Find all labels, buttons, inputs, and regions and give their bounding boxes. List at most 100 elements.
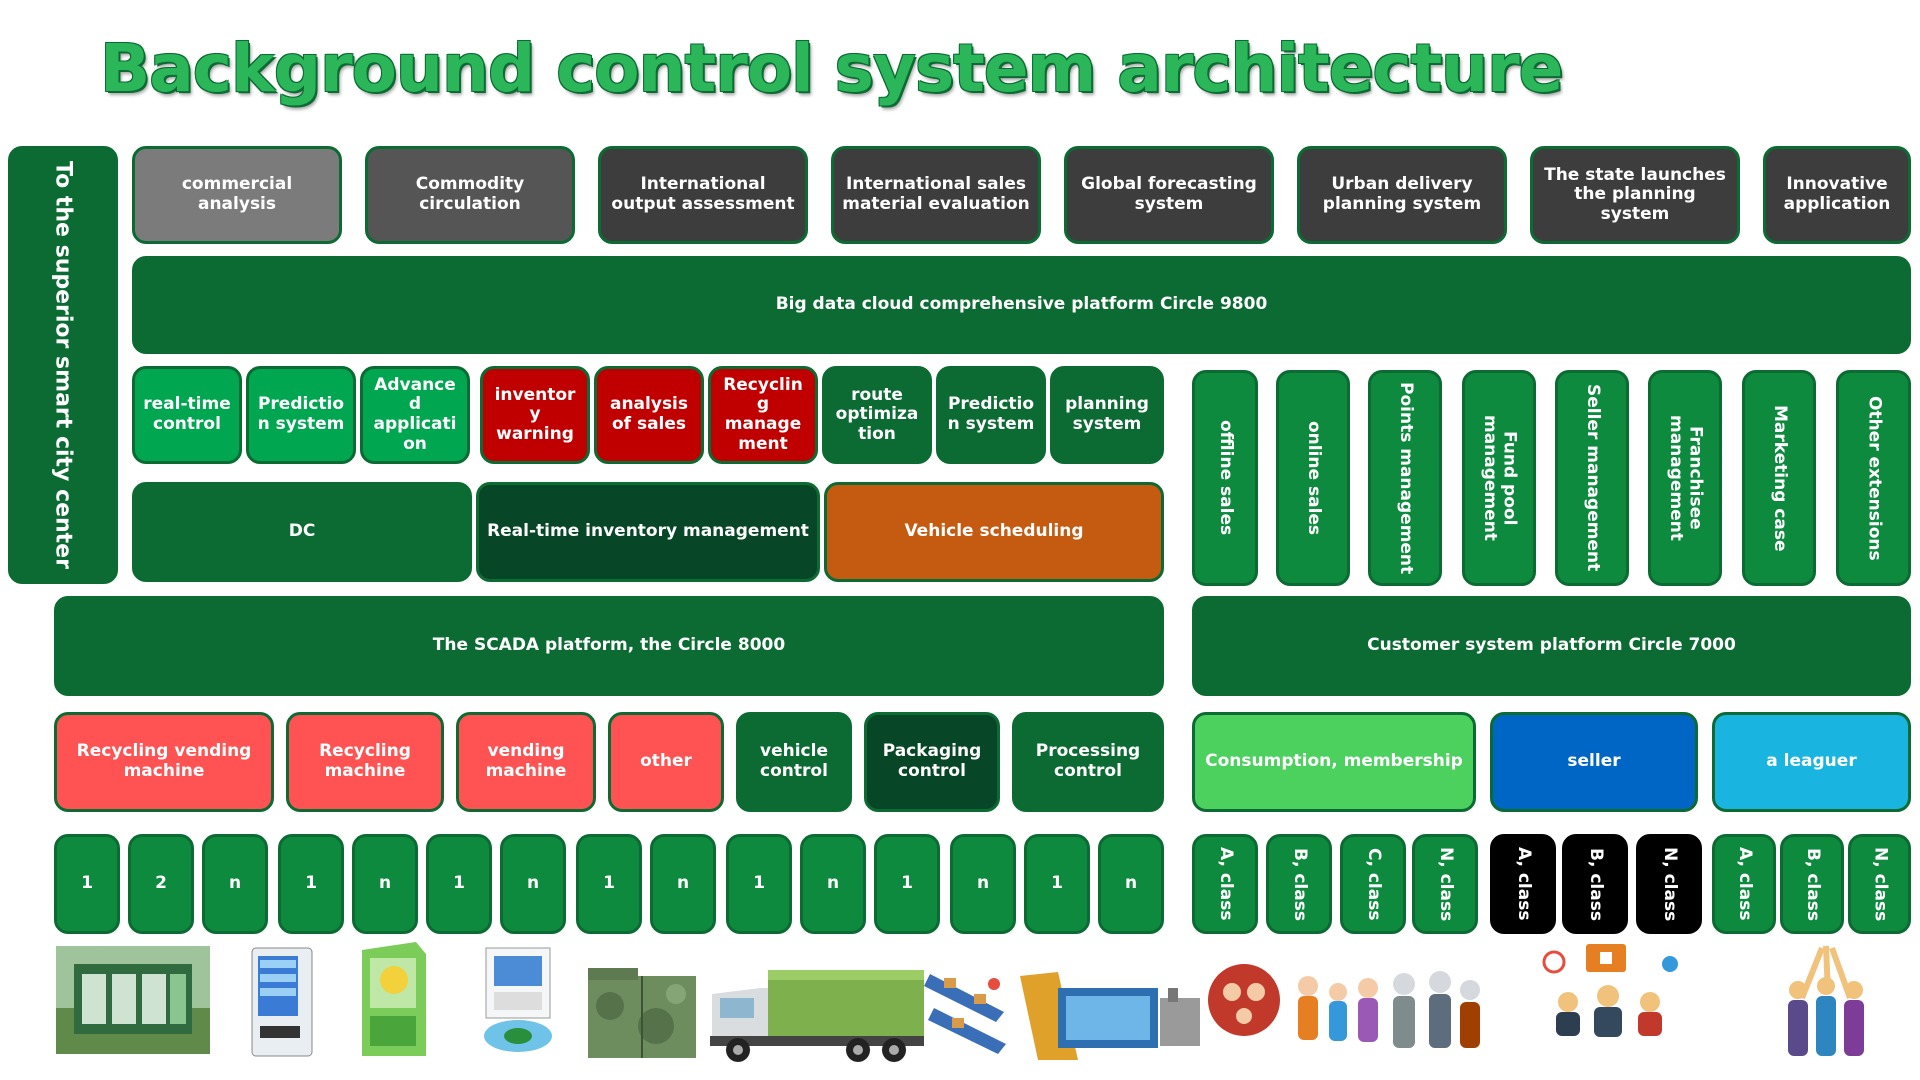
class-cell[interactable]: A, class bbox=[1192, 834, 1258, 934]
index-cell[interactable]: 1 bbox=[576, 834, 642, 934]
index-cell[interactable]: n bbox=[800, 834, 866, 934]
device-label: Processing control bbox=[1035, 741, 1141, 781]
top-box-label: Urban delivery planning system bbox=[1322, 174, 1482, 214]
index-cell[interactable]: 1 bbox=[426, 834, 492, 934]
customer-platform[interactable]: Customer system platform Circle 7000 bbox=[1192, 596, 1911, 696]
group-consumption-membership[interactable]: Consumption, membership bbox=[1192, 712, 1476, 812]
index-cell[interactable]: n bbox=[352, 834, 418, 934]
customer-module-fund-pool[interactable]: Fund pool management bbox=[1462, 370, 1536, 586]
class-cell[interactable]: N, class bbox=[1848, 834, 1911, 934]
device-processing-control[interactable]: Processing control bbox=[1012, 712, 1164, 812]
module-label: analysis of sales bbox=[609, 394, 689, 434]
class-cell[interactable]: B, class bbox=[1266, 834, 1332, 934]
class-label: A, class bbox=[1215, 847, 1236, 921]
customer-module-other-extensions[interactable]: Other extensions bbox=[1836, 370, 1911, 586]
class-cell[interactable]: B, class bbox=[1780, 834, 1844, 934]
group-label: a leaguer bbox=[1766, 751, 1857, 772]
top-box-international-output[interactable]: International output assessment bbox=[598, 146, 808, 244]
top-box-urban-delivery[interactable]: Urban delivery planning system bbox=[1297, 146, 1507, 244]
customer-module-label: Points management bbox=[1395, 381, 1416, 575]
device-vending-machine[interactable]: vending machine bbox=[456, 712, 596, 812]
device-label: vehicle control bbox=[760, 741, 828, 781]
customer-module-label: offline sales bbox=[1215, 420, 1236, 536]
module-label: inventory warning bbox=[494, 384, 576, 444]
customer-module-franchisee-management[interactable]: Franchisee management bbox=[1648, 370, 1722, 586]
class-cell[interactable]: C, class bbox=[1340, 834, 1406, 934]
top-box-label: International output assessment bbox=[611, 174, 795, 214]
index-cell[interactable]: 1 bbox=[278, 834, 344, 934]
index-cell[interactable]: 1 bbox=[726, 834, 792, 934]
class-cell[interactable]: B, class bbox=[1562, 834, 1628, 934]
class-cell[interactable]: A, class bbox=[1712, 834, 1776, 934]
customer-module-label: Other extensions bbox=[1864, 395, 1885, 561]
group-seller[interactable]: seller bbox=[1490, 712, 1698, 812]
scada-platform-label: The SCADA platform, the Circle 8000 bbox=[432, 635, 786, 656]
top-box-state-planning[interactable]: The state launches the planning system bbox=[1530, 146, 1740, 244]
top-box-innovative-application[interactable]: Innovative application bbox=[1763, 146, 1911, 244]
sorting-machine-image bbox=[478, 944, 558, 1056]
class-cell[interactable]: N, class bbox=[1412, 834, 1478, 934]
module-planning-system[interactable]: planning system bbox=[1050, 366, 1164, 464]
index-label: n bbox=[378, 873, 392, 894]
index-label: n bbox=[826, 873, 840, 894]
page-title: Background control system architecture bbox=[100, 30, 1563, 107]
device-label: Recycling machine bbox=[319, 741, 411, 781]
vehicle-scheduling-box[interactable]: Vehicle scheduling bbox=[824, 482, 1164, 582]
device-packaging-control[interactable]: Packaging control bbox=[864, 712, 1000, 812]
index-label: n bbox=[676, 873, 690, 894]
module-prediction-system-2[interactable]: Prediction system bbox=[936, 366, 1046, 464]
index-label: 1 bbox=[901, 873, 913, 894]
index-cell[interactable]: 2 bbox=[128, 834, 194, 934]
module-route-optimization[interactable]: route optimization bbox=[822, 366, 932, 464]
dc-box[interactable]: DC bbox=[132, 482, 472, 582]
high-five-image bbox=[1778, 942, 1874, 1060]
top-box-commodity-circulation[interactable]: Commodity circulation bbox=[365, 146, 575, 244]
index-cell[interactable]: 1 bbox=[1024, 834, 1090, 934]
module-label: planning system bbox=[1065, 394, 1149, 434]
class-cell[interactable]: N, class bbox=[1636, 834, 1702, 934]
device-recycling-vending-machine[interactable]: Recycling vending machine bbox=[54, 712, 274, 812]
top-box-label: commercial analysis bbox=[181, 174, 293, 214]
customer-module-marketing-case[interactable]: Marketing case bbox=[1742, 370, 1816, 586]
big-data-platform[interactable]: Big data cloud comprehensive platform Ci… bbox=[132, 256, 1911, 354]
device-other[interactable]: other bbox=[608, 712, 724, 812]
module-real-time-control[interactable]: real-time control bbox=[132, 366, 242, 464]
module-label: Prediction system bbox=[257, 394, 345, 434]
top-box-label: International sales material evaluation bbox=[842, 174, 1030, 214]
index-cell[interactable]: n bbox=[1098, 834, 1164, 934]
class-cell[interactable]: A, class bbox=[1490, 834, 1556, 934]
scada-platform[interactable]: The SCADA platform, the Circle 8000 bbox=[54, 596, 1164, 696]
module-label: Recycling management bbox=[723, 374, 803, 454]
module-prediction-system[interactable]: Prediction system bbox=[246, 366, 356, 464]
index-cell[interactable]: n bbox=[500, 834, 566, 934]
index-cell[interactable]: 1 bbox=[874, 834, 940, 934]
device-label: vending machine bbox=[485, 741, 567, 781]
module-inventory-warning[interactable]: inventory warning bbox=[480, 366, 590, 464]
customer-module-seller-management[interactable]: Seller management bbox=[1555, 370, 1629, 586]
top-box-global-forecasting[interactable]: Global forecasting system bbox=[1064, 146, 1274, 244]
customer-module-offline-sales[interactable]: offline sales bbox=[1192, 370, 1258, 586]
index-cell[interactable]: 1 bbox=[54, 834, 120, 934]
module-recycling-management[interactable]: Recycling management bbox=[708, 366, 818, 464]
class-label: C, class bbox=[1363, 847, 1384, 921]
superior-center-bar: To the superior smart city center bbox=[8, 146, 118, 584]
top-box-commercial-analysis[interactable]: commercial analysis bbox=[132, 146, 342, 244]
index-cell[interactable]: n bbox=[950, 834, 1016, 934]
top-box-label: Innovative application bbox=[1783, 174, 1891, 214]
group-a-leaguer[interactable]: a leaguer bbox=[1712, 712, 1911, 812]
index-cell[interactable]: n bbox=[202, 834, 268, 934]
realtime-inventory-box[interactable]: Real-time inventory management bbox=[476, 482, 820, 582]
device-recycling-machine[interactable]: Recycling machine bbox=[286, 712, 444, 812]
recycling-bin-image bbox=[356, 940, 432, 1060]
superior-center-label: To the superior smart city center bbox=[50, 161, 76, 569]
customer-platform-label: Customer system platform Circle 7000 bbox=[1367, 635, 1736, 656]
customer-module-label: online sales bbox=[1303, 420, 1324, 536]
index-cell[interactable]: n bbox=[650, 834, 716, 934]
top-box-international-sales[interactable]: International sales material evaluation bbox=[831, 146, 1041, 244]
customer-module-points-management[interactable]: Points management bbox=[1368, 370, 1442, 586]
module-advanced-application[interactable]: Advanced application bbox=[360, 366, 470, 464]
customer-module-online-sales[interactable]: online sales bbox=[1276, 370, 1350, 586]
customer-module-label: Franchisee management bbox=[1666, 415, 1706, 541]
device-vehicle-control[interactable]: vehicle control bbox=[736, 712, 852, 812]
module-analysis-of-sales[interactable]: analysis of sales bbox=[594, 366, 704, 464]
